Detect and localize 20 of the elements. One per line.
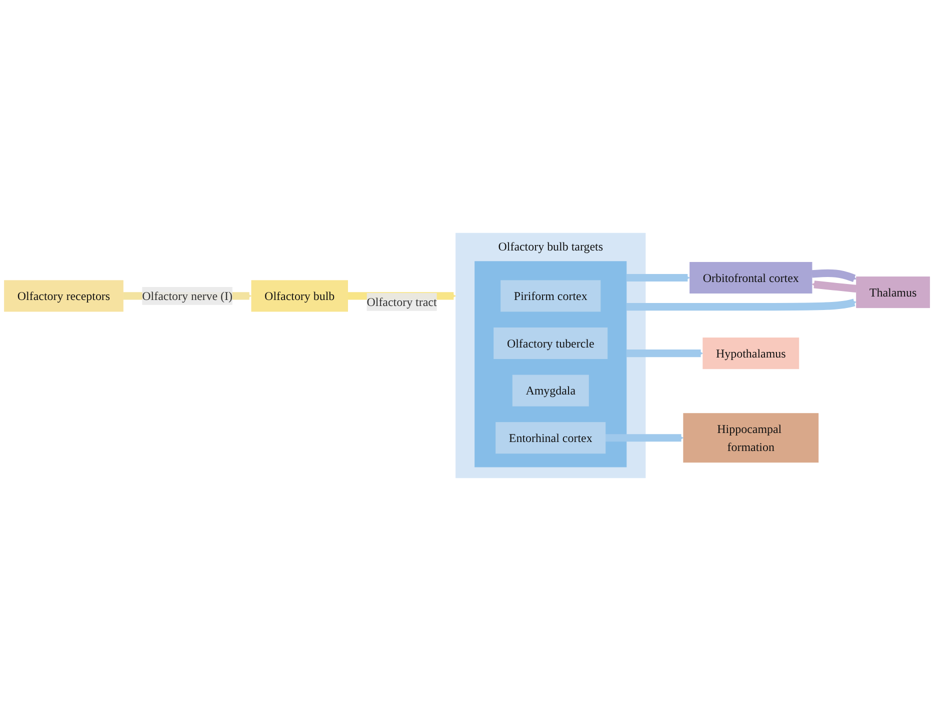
node-box: Olfactory bulb — [251, 280, 348, 312]
arrow — [812, 269, 857, 282]
node-box: Orbitofrontal cortex — [690, 262, 812, 294]
arrow — [348, 292, 456, 300]
arrow — [605, 434, 684, 442]
node-box: Olfactory receptors — [4, 280, 124, 312]
cluster — [474, 261, 627, 468]
arrow — [626, 298, 857, 311]
arrow — [626, 274, 690, 282]
node-box: Entorhinal cortex — [496, 422, 606, 454]
node-box: Hypothalamus — [702, 338, 800, 370]
node-box: Piriform cortex — [500, 280, 601, 312]
edge-label: Olfactory tract — [366, 295, 437, 309]
arrow — [812, 280, 857, 292]
node-box: Olfactory tubercle — [494, 328, 608, 360]
node-box: Thalamus — [856, 276, 930, 308]
edge-label: Olfactory nerve (I) — [142, 289, 232, 303]
node-box: Hippocampal formation — [683, 413, 819, 463]
node-box: Amygdala — [512, 374, 589, 406]
arrow — [626, 350, 704, 358]
